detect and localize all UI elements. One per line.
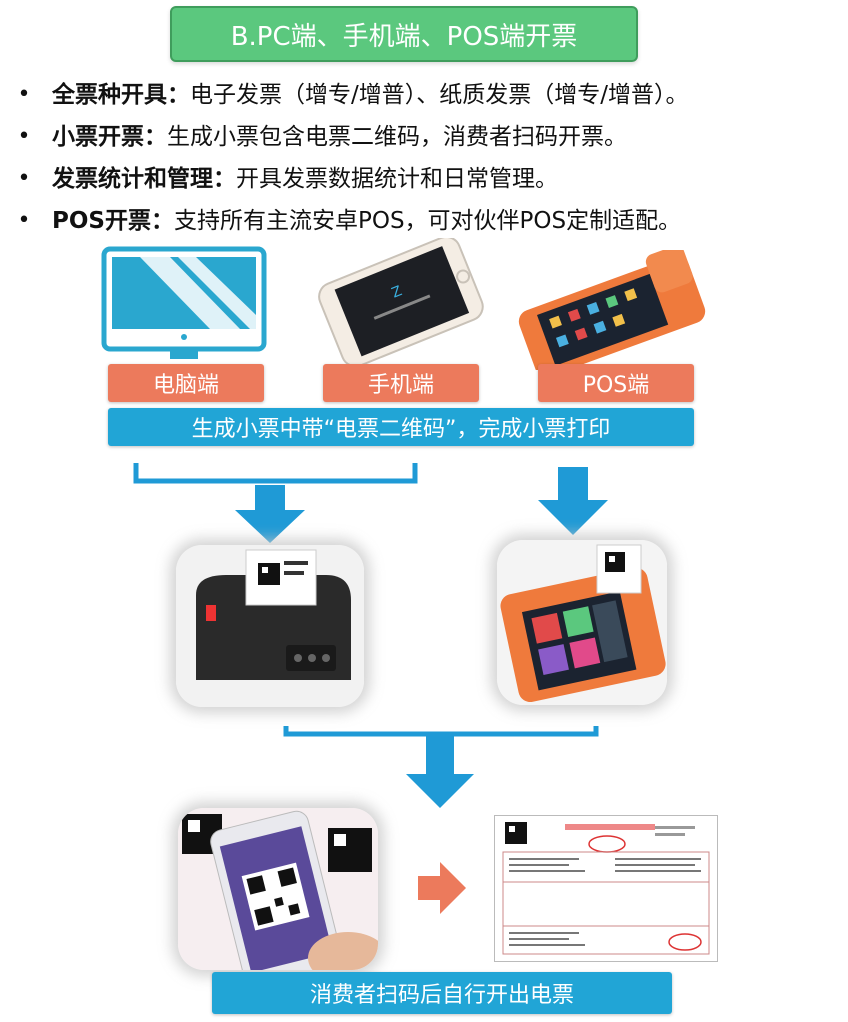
right-arrow-icon: [418, 862, 466, 914]
list-item: • 小票开票：生成小票包含电票二维码，消费者扫码开票。: [6, 116, 846, 158]
bullet-icon: •: [17, 124, 31, 149]
pos-printing-image: [497, 540, 667, 705]
bullet-icon: •: [17, 166, 31, 191]
down-arrow-icon: [235, 485, 305, 543]
list-item: • 发票统计和管理：开具发票数据统计和日常管理。: [6, 158, 846, 200]
pos-label: POS端: [538, 364, 694, 402]
final-step-bar: 消费者扫码后自行开出电票: [212, 972, 672, 1014]
bullet-heading: POS开票：: [52, 208, 174, 234]
down-arrow-icon: [538, 467, 608, 535]
bullet-text: 生成小票包含电票二维码，消费者扫码开票。: [167, 124, 627, 150]
flow-connector-top: [133, 463, 608, 543]
bullet-text: 电子发票（增专/增普）、纸质发票（增专/增普）。: [190, 82, 689, 108]
receipt-printer-image: [176, 545, 364, 707]
down-arrow-icon: [406, 736, 474, 808]
phone-scanning-qr-image: [178, 808, 378, 970]
bullet-text: 开具发票数据统计和日常管理。: [236, 166, 558, 192]
page-title: B.PC端、手机端、POS端开票: [170, 6, 638, 62]
list-item: • 全票种开具：电子发票（增专/增普）、纸质发票（增专/增普）。: [6, 74, 846, 116]
feature-list: • 全票种开具：电子发票（增专/增普）、纸质发票（增专/增普）。 • 小票开票：…: [6, 74, 846, 242]
list-item: • POS开票：支持所有主流安卓POS，可对伙伴POS定制适配。: [6, 200, 846, 242]
bullet-heading: 全票种开具：: [52, 82, 190, 108]
bullet-icon: •: [17, 82, 31, 107]
pc-monitor-image: [101, 246, 267, 359]
bullet-icon: •: [17, 208, 31, 233]
mobile-phone-image: Z: [318, 238, 484, 366]
flow-connector-middle: [283, 726, 599, 808]
e-invoice-image: [494, 815, 718, 962]
bullet-heading: 发票统计和管理：: [52, 166, 236, 192]
bullet-text: 支持所有主流安卓POS，可对伙伴POS定制适配。: [173, 208, 682, 234]
mobile-label: 手机端: [323, 364, 479, 402]
pc-label: 电脑端: [108, 364, 264, 402]
step-print-receipt-bar: 生成小票中带“电票二维码”，完成小票打印: [108, 408, 694, 446]
pos-terminal-image: [518, 250, 706, 370]
bullet-heading: 小票开票：: [52, 124, 167, 150]
